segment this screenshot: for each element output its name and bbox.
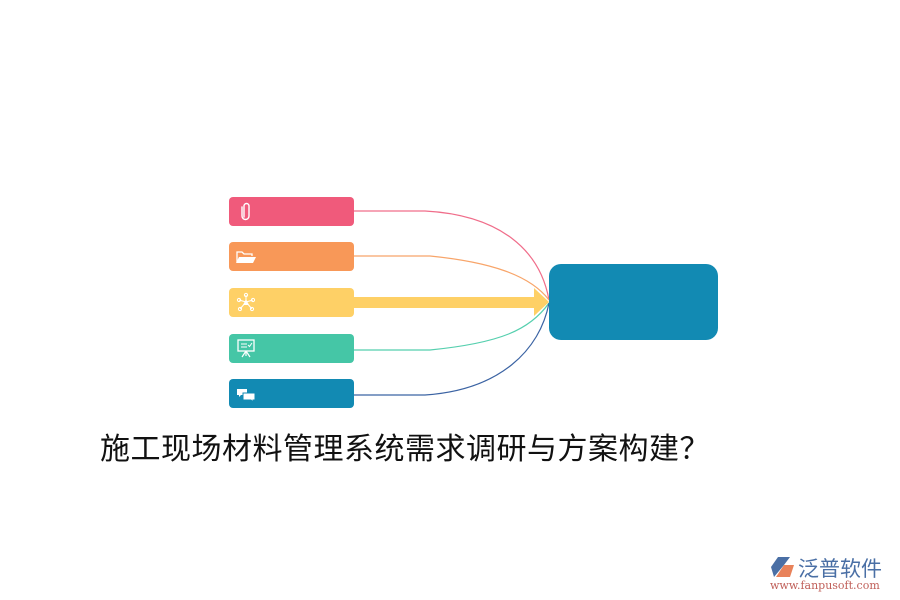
branch-node-folder[interactable]	[229, 242, 354, 271]
branch-node-attachment[interactable]	[229, 197, 354, 226]
connector-line-2	[354, 255, 550, 301]
branch-node-network[interactable]	[229, 288, 354, 317]
network-icon	[236, 292, 256, 312]
presentation-board-icon	[237, 339, 255, 358]
fanpu-logo-icon	[771, 557, 794, 577]
connector-line-1	[354, 210, 550, 301]
paperclip-icon	[241, 202, 250, 221]
folder-open-icon	[236, 251, 256, 263]
page-title: 施工现场材料管理系统需求调研与方案构建？	[100, 432, 710, 467]
arrow-shaft	[354, 297, 536, 308]
connector-line-5	[354, 302, 550, 396]
arrow-head-icon	[534, 288, 549, 316]
brand-name: 泛普软件	[798, 557, 882, 581]
branch-node-presentation[interactable]	[229, 334, 354, 363]
chat-bubbles-icon	[237, 389, 256, 404]
brand-logo[interactable]: 泛普软件 www.fanpusoft.com	[770, 553, 895, 595]
branch-node-chat[interactable]	[229, 379, 354, 408]
brand-url[interactable]: www.fanpusoft.com	[770, 579, 880, 592]
connector-line-4	[354, 302, 550, 351]
central-topic-node[interactable]	[549, 264, 718, 340]
